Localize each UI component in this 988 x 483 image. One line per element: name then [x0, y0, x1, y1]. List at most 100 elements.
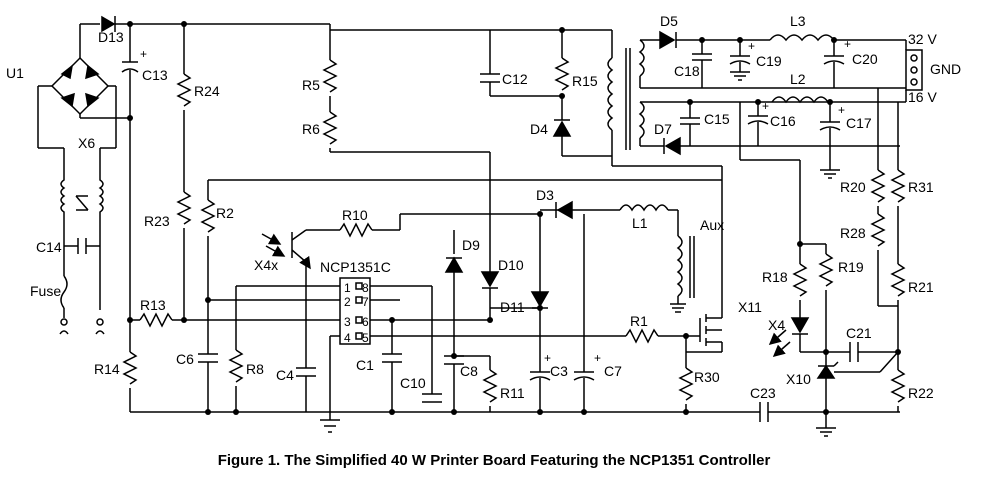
- diode-d3: [556, 200, 573, 220]
- label-r14: R14: [94, 361, 120, 377]
- plus-c7: +: [594, 351, 601, 365]
- label-l3: L3: [790, 13, 806, 29]
- plus-c20: +: [844, 37, 851, 51]
- label-c19: C19: [756, 53, 782, 69]
- resistor-r10: [339, 222, 373, 238]
- chip-pin-4: 4: [344, 331, 351, 345]
- label-c13: C13: [142, 67, 168, 83]
- label-c16: C16: [770, 113, 796, 129]
- label-c6: C6: [176, 351, 194, 367]
- resistor-r28: [870, 213, 886, 247]
- resistor-r5: [322, 59, 338, 93]
- chip-pin-1: 1: [344, 281, 351, 295]
- label-ncp1351c: NCP1351C: [320, 259, 391, 275]
- label-d10: D10: [498, 257, 524, 273]
- resistor-r30: [678, 367, 694, 401]
- label-c4: C4: [276, 367, 294, 383]
- label-fuse: Fuse: [30, 283, 61, 299]
- primary-winding: [607, 57, 614, 131]
- label-r11: R11: [500, 385, 525, 401]
- label-l2: L2: [790, 71, 806, 87]
- label-c15: C15: [704, 111, 730, 127]
- aux-winding: [676, 235, 683, 297]
- label-r2: R2: [216, 205, 234, 221]
- label-x6: X6: [78, 135, 95, 151]
- label-r28: R28: [840, 225, 866, 241]
- resistor-r11: [482, 369, 498, 403]
- label-r1: R1: [630, 313, 648, 329]
- plus-c3: +: [544, 351, 551, 365]
- inductor-l1: [619, 204, 669, 212]
- label-16v: 16 V: [908, 89, 937, 105]
- resistor-r13: [139, 312, 173, 328]
- label-c12: C12: [502, 71, 528, 87]
- resistor-r6: [322, 111, 338, 145]
- label-x4: X4: [768, 317, 785, 333]
- chip-pin-3: 3: [344, 315, 351, 329]
- label-r31: R31: [908, 179, 934, 195]
- label-aux: Aux: [700, 217, 724, 233]
- resistor-r21: [890, 263, 906, 297]
- label-c10: C10: [400, 375, 426, 391]
- label-r18: R18: [762, 269, 788, 285]
- chip-pin-8: 8: [362, 281, 369, 295]
- plus-c16: +: [762, 99, 769, 113]
- label-c17: C17: [846, 115, 872, 131]
- mosfet-x11: [699, 314, 722, 346]
- label-c7: C7: [604, 363, 622, 379]
- ncp1351c-chip: [339, 277, 371, 345]
- plus-c13: +: [140, 47, 147, 61]
- label-r19: R19: [838, 259, 864, 275]
- label-r20: R20: [840, 179, 866, 195]
- label-d11: D11: [500, 299, 525, 315]
- chip-pin-2: 2: [344, 295, 351, 309]
- label-32v: 32 V: [908, 31, 937, 47]
- capacitor-c13: [121, 24, 139, 73]
- resistor-r18: [792, 263, 808, 297]
- label-x10: X10: [786, 371, 811, 387]
- label-r23: R23: [144, 213, 170, 229]
- label-l1: L1: [632, 215, 648, 231]
- resistor-r23: [176, 191, 192, 225]
- label-d9: D9: [462, 237, 480, 253]
- schematic-diagram: U1 X6 C14 Fuse D13 C13 + R24 R23 R14 R13…: [6, 13, 961, 437]
- label-d5: D5: [660, 13, 678, 29]
- label-c23: C23: [750, 385, 776, 401]
- label-c3: C3: [550, 363, 568, 379]
- label-r5: R5: [302, 77, 320, 93]
- label-d4: D4: [530, 121, 548, 137]
- resistor-r14: [122, 351, 138, 385]
- label-r21: R21: [908, 279, 934, 295]
- capacitor-c14: [64, 238, 100, 254]
- junction-dots: [127, 21, 901, 415]
- resistor-r24: [176, 73, 192, 107]
- label-r15: R15: [572, 73, 598, 89]
- zener-d9: [444, 256, 464, 273]
- label-r8: R8: [246, 361, 264, 377]
- common-mode-choke-x6: [60, 148, 104, 240]
- label-x11: X11: [738, 299, 762, 315]
- diode-d11: [530, 291, 550, 308]
- output-connector: [905, 49, 923, 91]
- label-r13: R13: [140, 297, 166, 313]
- label-c8: C8: [460, 363, 478, 379]
- label-c1: C1: [356, 357, 374, 373]
- plus-c19: +: [748, 39, 755, 53]
- diode-d5: [659, 30, 676, 50]
- bridge-rectifier-u1: [50, 56, 110, 116]
- label-r10: R10: [342, 207, 368, 223]
- diode-d4: [552, 120, 572, 137]
- led-x4: [790, 317, 810, 334]
- plus-c17: +: [838, 103, 845, 117]
- chip-pin-6: 6: [362, 315, 369, 329]
- fuse: [60, 275, 68, 309]
- label-r22: R22: [908, 385, 934, 401]
- inductor-l3: [769, 34, 835, 42]
- label-d7: D7: [654, 121, 672, 137]
- diode-d10: [480, 271, 500, 288]
- resistor-r15: [554, 57, 570, 91]
- label-c14: C14: [36, 239, 62, 255]
- chip-pin-5: 5: [362, 331, 369, 345]
- resistor-r2: [200, 199, 216, 233]
- label-gnd: GND: [930, 61, 961, 77]
